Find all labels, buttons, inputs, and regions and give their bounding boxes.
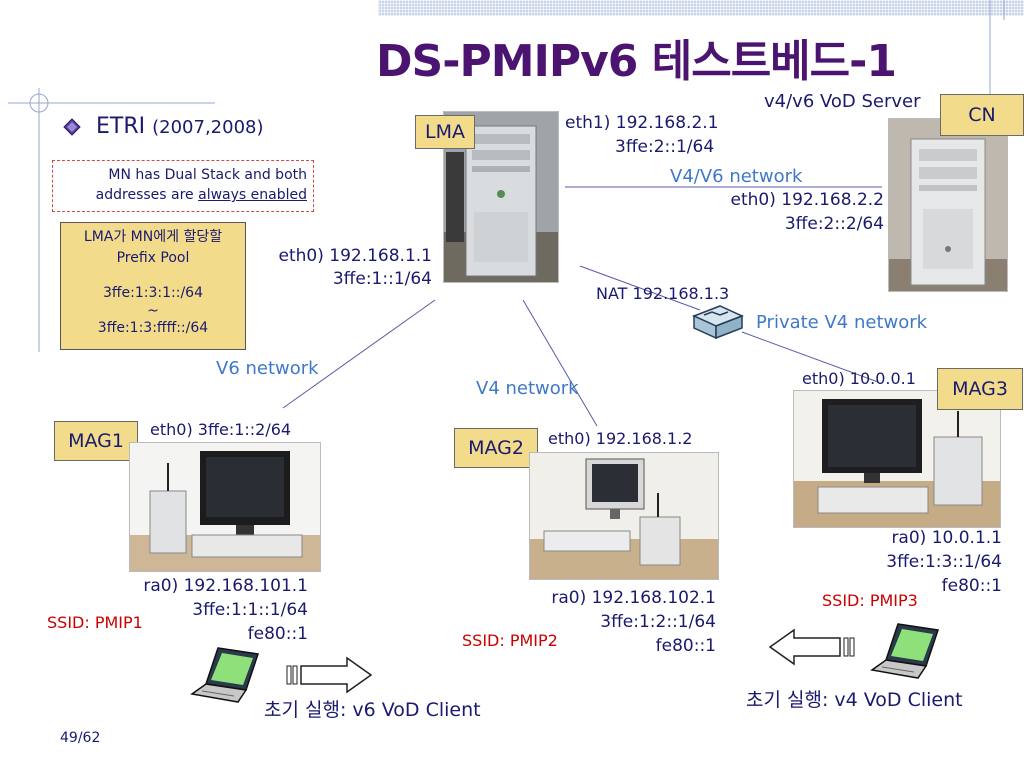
mag1-eth0: eth0) 3ffe:1::2/64 [150, 420, 292, 439]
laptop-left-icon [190, 647, 259, 703]
mag2-ra0-ll: fe80::1 [655, 636, 716, 656]
mag3-ra0-ll: fe80::1 [941, 576, 1002, 596]
mag1-pc-photo [129, 442, 321, 572]
lma-eth0-v6: 3ffe:1::1/64 [332, 269, 432, 289]
client-right-caption: 초기 실행: v4 VoD Client [746, 688, 963, 712]
pool-end: 3ffe:1:3:ffff::/64 [97, 320, 209, 336]
mag3-ra0-v4: ra0) 10.0.1.1 [891, 528, 1002, 548]
mag1-label: MAG1 [54, 421, 138, 461]
mag2-ra0-v4: ra0) 192.168.102.1 [551, 588, 716, 608]
mag1-ra0-ll: fe80::1 [247, 624, 308, 644]
client-left-caption: 초기 실행: v6 VoD Client [264, 698, 481, 722]
cn-server-photo [888, 118, 1008, 292]
link-lma-mag2 [522, 299, 598, 427]
note-always-enabled: always enabled [198, 187, 307, 203]
laptop-right-icon [870, 623, 939, 679]
page-number: 49/62 [60, 730, 101, 746]
nat-label: NAT 192.168.1.3 [596, 284, 730, 303]
mag2-pc-photo [529, 452, 719, 580]
lma-eth1-v6: 3ffe:2::1/64 [615, 137, 715, 157]
bullet-years: (2007,2008) [152, 117, 264, 138]
network-v4-label: V4 network [476, 378, 579, 399]
nat-router-icon [692, 305, 744, 340]
client-right-suffix: : v4 VoD Client [821, 689, 963, 711]
pool-start: 3ffe:1:3:1::/64 [102, 285, 203, 301]
lma-eth0-v4: eth0) 192.168.1.1 [278, 246, 433, 266]
cn-label: CN [940, 94, 1024, 136]
mag2-eth0: eth0) 192.168.1.2 [548, 429, 693, 448]
link-lma-mag1 [282, 299, 436, 409]
cn-eth0-v6: 3ffe:2::2/64 [784, 214, 884, 234]
network-private-v4-label: Private V4 network [756, 312, 928, 333]
mag3-ra0-v6: 3ffe:1:3::1/64 [886, 552, 1002, 572]
client-left-suffix: : v6 VoD Client [339, 699, 481, 721]
arrow-left-icon [768, 628, 855, 666]
diamond-bullet-icon [63, 118, 81, 136]
mag2-ssid: SSID: PMIP2 [462, 631, 558, 650]
mag2-label: MAG2 [454, 428, 538, 468]
network-v4v6-label: V4/V6 network [670, 166, 803, 187]
client-right-prefix: 초기 실행 [746, 689, 822, 711]
cn-eth0-v4: eth0) 192.168.2.2 [730, 190, 885, 210]
mag3-label: MAG3 [937, 368, 1023, 410]
bullet-org: ETRI [96, 114, 146, 139]
cn-role: v4/v6 VoD Server [764, 91, 921, 112]
mag3-eth0: eth0) 10.0.0.1 [802, 369, 916, 388]
arrow-right-icon [286, 656, 373, 694]
mag2-ra0-v6: 3ffe:1:2::1/64 [600, 612, 716, 632]
bullet-text: ETRI (2007,2008) [96, 114, 264, 141]
dual-stack-note: MN has Dual Stack and both addresses are… [52, 160, 314, 212]
pool-title-line1: LMA가 MN에게 할당할 [83, 229, 223, 245]
mag3-pc-photo [793, 390, 1001, 528]
client-left-prefix: 초기 실행 [264, 699, 340, 721]
note-line2-prefix: addresses are [95, 187, 194, 203]
mag1-ssid: SSID: PMIP1 [47, 613, 143, 632]
mag1-ra0-v6: 3ffe:1:1::1/64 [192, 600, 308, 620]
link-nat-mag3 [741, 331, 879, 383]
lma-eth1-v4: eth1) 192.168.2.1 [565, 113, 719, 133]
note-line2: addresses are always enabled [53, 185, 307, 205]
slide-title: DS-PMIPv6 테스트베드-1 [376, 36, 897, 87]
lma-label: LMA [415, 115, 475, 149]
pool-tilde: ~ [147, 303, 159, 319]
note-line1: MN has Dual Stack and both [108, 167, 307, 183]
header-pattern-band [378, 0, 1024, 16]
mag3-ssid: SSID: PMIP3 [822, 591, 918, 610]
prefix-pool-box: LMA가 MN에게 할당할 Prefix Pool 3ffe:1:3:1::/6… [60, 222, 246, 350]
link-lma-nat [579, 265, 701, 311]
pool-title-line2: Prefix Pool [116, 250, 190, 266]
network-v6-label: V6 network [216, 358, 319, 379]
mag1-ra0-v4: ra0) 192.168.101.1 [143, 576, 308, 596]
